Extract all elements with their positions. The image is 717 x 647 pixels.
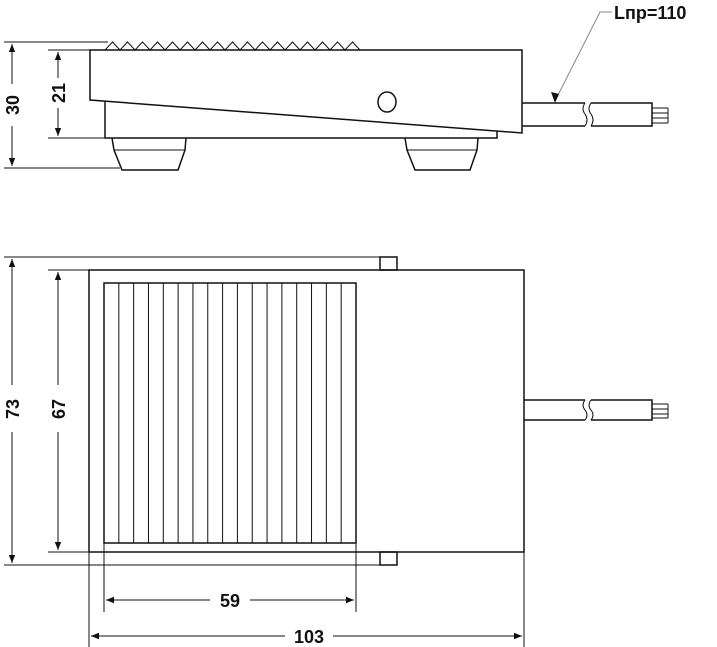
- dim-67: 67: [49, 399, 69, 419]
- pedal-teeth: [104, 41, 361, 51]
- cable-top: [524, 399, 669, 421]
- side-view: 30 21 Lпр=110: [3, 3, 686, 171]
- pedal-plate: [103, 282, 357, 544]
- foot-left: [111, 137, 187, 171]
- top-view: 73 67 59 103: [3, 256, 669, 647]
- pedal-body: [89, 49, 523, 134]
- cable-length-label: Lпр=110: [614, 3, 686, 23]
- hinge-tab-top: [379, 256, 398, 271]
- dim-73: 73: [3, 399, 23, 419]
- pedal-ribs: [118, 283, 342, 543]
- hinge-hole: [377, 91, 397, 113]
- hinge-tab-bottom: [379, 551, 398, 566]
- housing-outline: [88, 269, 525, 553]
- base-body: [104, 101, 498, 139]
- dim-59: 59: [220, 591, 240, 611]
- dim-21: 21: [49, 83, 69, 103]
- cable-side: [522, 102, 669, 127]
- foot-right: [404, 137, 479, 171]
- dim-103: 103: [294, 627, 324, 647]
- dim-30: 30: [3, 95, 23, 115]
